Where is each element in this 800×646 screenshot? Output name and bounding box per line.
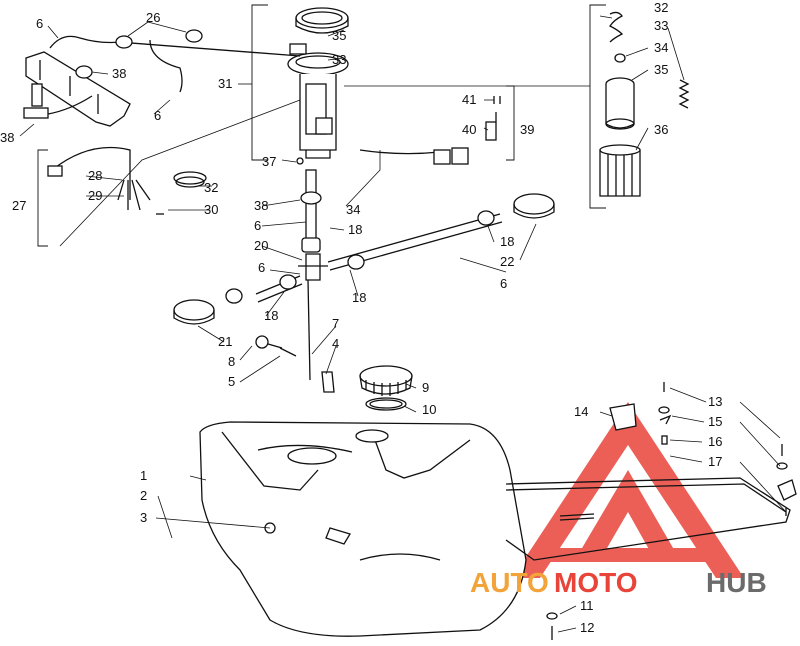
watermark-hub: HUB bbox=[706, 567, 767, 598]
watermark-wordmark: AUTO MOTO HUB bbox=[470, 567, 767, 598]
callout-14: 14 bbox=[574, 404, 588, 419]
leader-lines bbox=[19, 15, 787, 633]
callout-26: 30 bbox=[204, 202, 218, 217]
callout-3: 3 bbox=[140, 510, 147, 525]
callout-6: 6 bbox=[154, 108, 161, 123]
callout-32: 32 bbox=[654, 0, 668, 15]
callout-41: 41 bbox=[462, 92, 476, 107]
callout-39: 39 bbox=[520, 122, 534, 137]
callout-16: 16 bbox=[708, 434, 722, 449]
callout-36: 36 bbox=[654, 122, 668, 137]
callout-4: 4 bbox=[332, 336, 339, 351]
callout-6: 6 bbox=[254, 218, 261, 233]
callout-labels: 6 26 38 38 6 31 35 33 37 27 28 29 32 30 … bbox=[0, 0, 722, 635]
callout-21: 22 bbox=[500, 254, 514, 269]
callout-30: 34 bbox=[346, 202, 360, 217]
callout-23: 27 bbox=[12, 198, 26, 213]
callout-33: 33 bbox=[654, 18, 668, 33]
watermark-inner-mark bbox=[575, 470, 680, 560]
callout-18: 18 bbox=[352, 290, 366, 305]
callout-40: 40 bbox=[462, 122, 476, 137]
callout-20: 21 bbox=[218, 334, 232, 349]
watermark-moto: MOTO bbox=[554, 567, 637, 598]
callout-34: 34 bbox=[654, 40, 668, 55]
callout-11: 11 bbox=[580, 598, 594, 613]
callout-37: 37 bbox=[262, 154, 276, 169]
filler-cap-group bbox=[359, 365, 413, 411]
callout-6: 6 bbox=[258, 260, 265, 275]
callout-29: 33 bbox=[332, 52, 346, 67]
fuel-tank bbox=[199, 421, 527, 637]
callout-8: 8 bbox=[228, 354, 235, 369]
callout-18: 18 bbox=[264, 308, 278, 323]
watermark-auto: AUTO bbox=[470, 567, 549, 598]
callout-6: 6 bbox=[36, 16, 43, 31]
callout-6: 6 bbox=[500, 276, 507, 291]
callout-31: 35 bbox=[332, 28, 346, 43]
hose-tee-assembly bbox=[173, 169, 555, 393]
callout-24: 28 bbox=[88, 168, 102, 183]
wiring-harness-39 bbox=[359, 85, 515, 165]
callout-13: 13 bbox=[708, 394, 722, 409]
injector-harness-23 bbox=[37, 99, 301, 247]
skid-plate bbox=[505, 382, 797, 640]
callout-38: 38 bbox=[254, 198, 268, 213]
callout-28: 32 bbox=[204, 180, 218, 195]
fuel-pump-module bbox=[251, 4, 349, 165]
callout-17: 17 bbox=[708, 454, 722, 469]
callout-12: 12 bbox=[580, 620, 594, 635]
callout-10: 10 bbox=[422, 402, 436, 417]
callout-19: 20 bbox=[254, 238, 268, 253]
callout-27: 31 bbox=[218, 76, 232, 91]
fuel-rail-assembly bbox=[23, 29, 301, 127]
callout-25: 29 bbox=[88, 188, 102, 203]
callout-22: 26 bbox=[146, 10, 160, 25]
callout-15: 15 bbox=[708, 414, 722, 429]
callout-9: 9 bbox=[422, 380, 429, 395]
callout-18: 18 bbox=[500, 234, 514, 249]
callout-1: 1 bbox=[140, 468, 147, 483]
callout-5: 5 bbox=[228, 374, 235, 389]
pump-internals-group bbox=[589, 4, 690, 209]
callout-7: 7 bbox=[332, 316, 339, 331]
callout-18: 18 bbox=[348, 222, 362, 237]
callout-38: 38 bbox=[0, 130, 14, 145]
callout-35: 35 bbox=[654, 62, 668, 77]
callout-2: 2 bbox=[140, 488, 147, 503]
callout-38: 38 bbox=[112, 66, 126, 81]
